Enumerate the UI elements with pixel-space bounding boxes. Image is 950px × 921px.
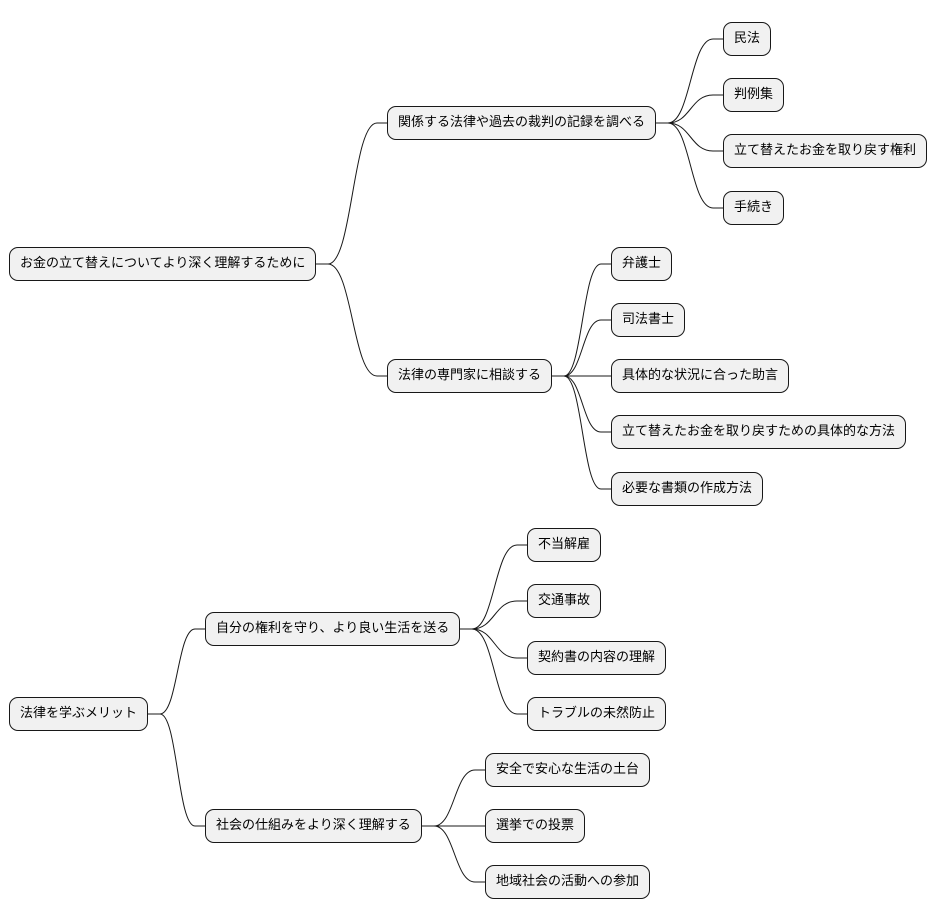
leaf-node-2-2-1: 安全で安心な生活の土台 [485,753,651,787]
connector-2-1-3 [460,628,527,659]
connector-2-1 [148,628,205,715]
branch-node-1-1: 関係する法律や過去の裁判の記録を調べる [387,106,657,140]
leaf-node-1-1-2: 判例集 [723,78,785,112]
connector-2-2 [148,713,205,827]
connector-1-1-3 [656,122,723,152]
connector-1-1 [316,122,387,265]
connector-1-2-2 [552,319,611,377]
leaf-node-2-1-3: 契約書の内容の理解 [527,641,667,675]
connector-2-1-4 [460,628,527,715]
leaf-node-1-2-2: 司法書士 [611,303,686,337]
leaf-node-2-1-1: 不当解雇 [527,528,602,562]
branch-node-2-2: 社会の仕組みをより深く理解する [205,809,422,843]
leaf-node-1-1-1: 民法 [723,22,772,56]
connector-2-2-1 [422,769,485,827]
leaf-node-1-1-3: 立て替えたお金を取り戻す権利 [723,134,928,168]
leaf-node-1-2-4: 立て替えたお金を取り戻すための具体的な方法 [611,415,907,449]
connector-2-2-3 [422,825,485,883]
connector-1-1-4 [656,122,723,209]
branch-node-2-1: 自分の権利を守り、より良い生活を送る [205,612,461,646]
branch-node-1-2: 法律の専門家に相談する [387,359,553,393]
root-node-1: お金の立て替えについてより深く理解するために [9,247,317,281]
connector-1-1-1 [656,38,723,124]
connector-2-1-2 [460,600,527,630]
leaf-node-1-2-5: 必要な書類の作成方法 [611,472,764,506]
connector-1-1-2 [656,94,723,124]
leaf-node-1-1-4: 手続き [723,191,785,225]
connector-1-2-5 [552,375,611,490]
leaf-node-2-2-3: 地域社会の活動への参加 [485,865,651,899]
leaf-node-1-2-3: 具体的な状況に合った助言 [611,359,790,393]
leaf-node-2-1-2: 交通事故 [527,584,602,618]
connector-2-1-1 [460,544,527,630]
leaf-node-1-2-1: 弁護士 [611,247,673,281]
connector-1-2 [316,263,387,377]
connector-1-2-1 [552,263,611,377]
leaf-node-2-1-4: トラブルの未然防止 [527,697,667,731]
root-node-2: 法律を学ぶメリット [9,697,149,731]
leaf-node-2-2-2: 選挙での投票 [485,809,586,843]
